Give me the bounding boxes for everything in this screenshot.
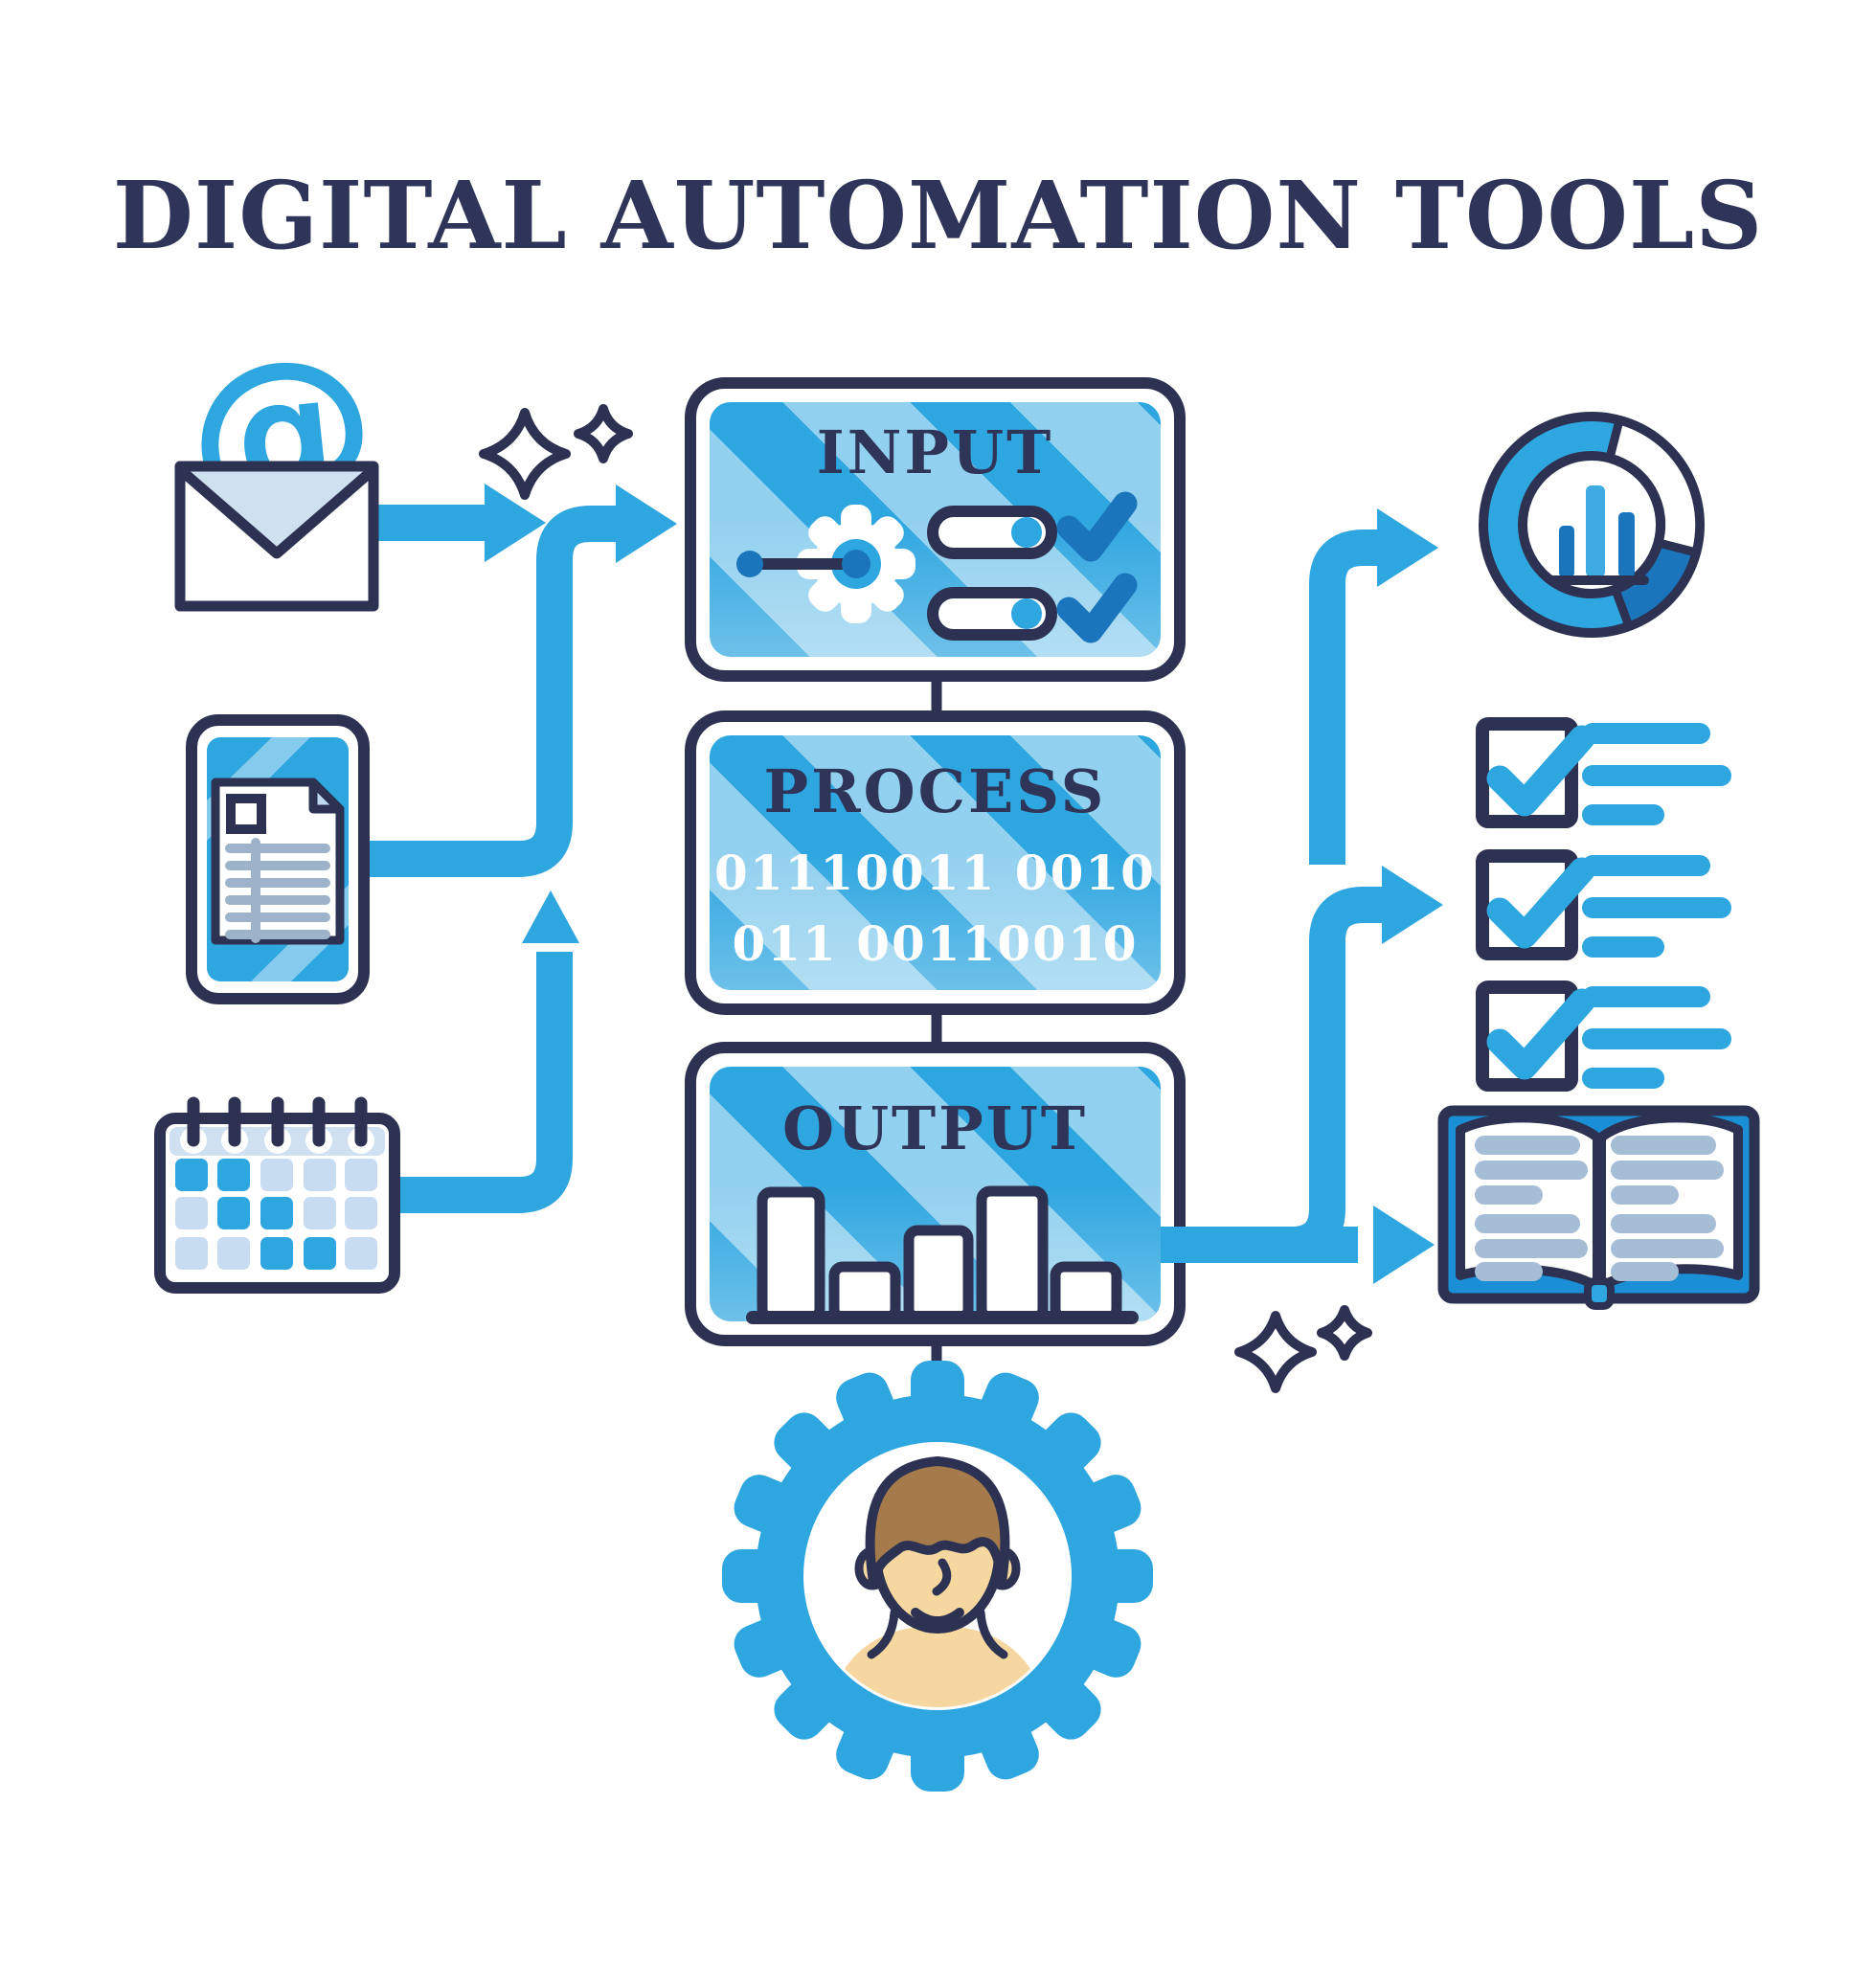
donut-chart-icon [1479, 412, 1705, 638]
process-label: PROCESS [763, 756, 1107, 826]
process-panel [710, 735, 1161, 990]
input-gear-slider-icon [736, 505, 915, 623]
person-face [824, 1456, 1051, 1707]
checkmark-icon [1486, 988, 1595, 1080]
checkmark-icon [1056, 491, 1138, 562]
output-label: OUTPUT [781, 1093, 1089, 1163]
arrowhead-input [616, 485, 677, 563]
page-title: DIGITAL AUTOMATION TOOLS [112, 161, 1764, 270]
book-text-lines [1475, 1136, 1724, 1281]
checklist-icon [1476, 717, 1731, 1092]
smartphone-document-icon [186, 714, 370, 1004]
donut-inner-bars [1548, 485, 1649, 585]
sparkles-bottom [1234, 1305, 1372, 1393]
arrowhead-email [485, 484, 546, 562]
arrow-donut-path [1309, 530, 1377, 865]
checkmark-icon [1486, 725, 1595, 817]
open-book-icon [1437, 1105, 1760, 1310]
sparkle-icon [479, 408, 571, 500]
flow-arrows [362, 505, 1382, 1263]
sparkle-icon [1317, 1305, 1372, 1361]
arrowhead-book [1373, 1206, 1435, 1284]
checkmark-icon [1486, 857, 1595, 949]
process-box [685, 710, 1186, 1015]
output-bar-chart-icon [746, 1185, 1139, 1324]
checkmark-icon [1056, 573, 1138, 643]
arrowhead-calendar-up [522, 890, 579, 943]
binary-line-2: 011 00110010 [732, 915, 1139, 972]
checklist-text-lines [1582, 723, 1731, 1089]
calendar-cells [175, 1159, 377, 1270]
arrowhead-donut [1377, 508, 1438, 587]
flow-arrowheads [485, 484, 1443, 1284]
email-envelope-icon [174, 461, 379, 612]
arrow-calendar-path [393, 952, 573, 1213]
input-label: INPUT [816, 417, 1054, 487]
binary-line-1: 01110011 0010 [714, 845, 1156, 901]
input-checkmarks [1056, 491, 1138, 643]
sparkle-icon [574, 404, 633, 463]
calendar-icon [154, 1096, 400, 1294]
arrow-phone-path [362, 506, 616, 877]
arrowhead-checklist [1382, 866, 1443, 944]
arrow-checklist-path [1161, 887, 1382, 1263]
sparkle-icon [1234, 1311, 1317, 1393]
input-toggles-icon [927, 506, 1057, 641]
sparkles-top [479, 404, 633, 500]
human-in-gear-icon [722, 1361, 1153, 1792]
